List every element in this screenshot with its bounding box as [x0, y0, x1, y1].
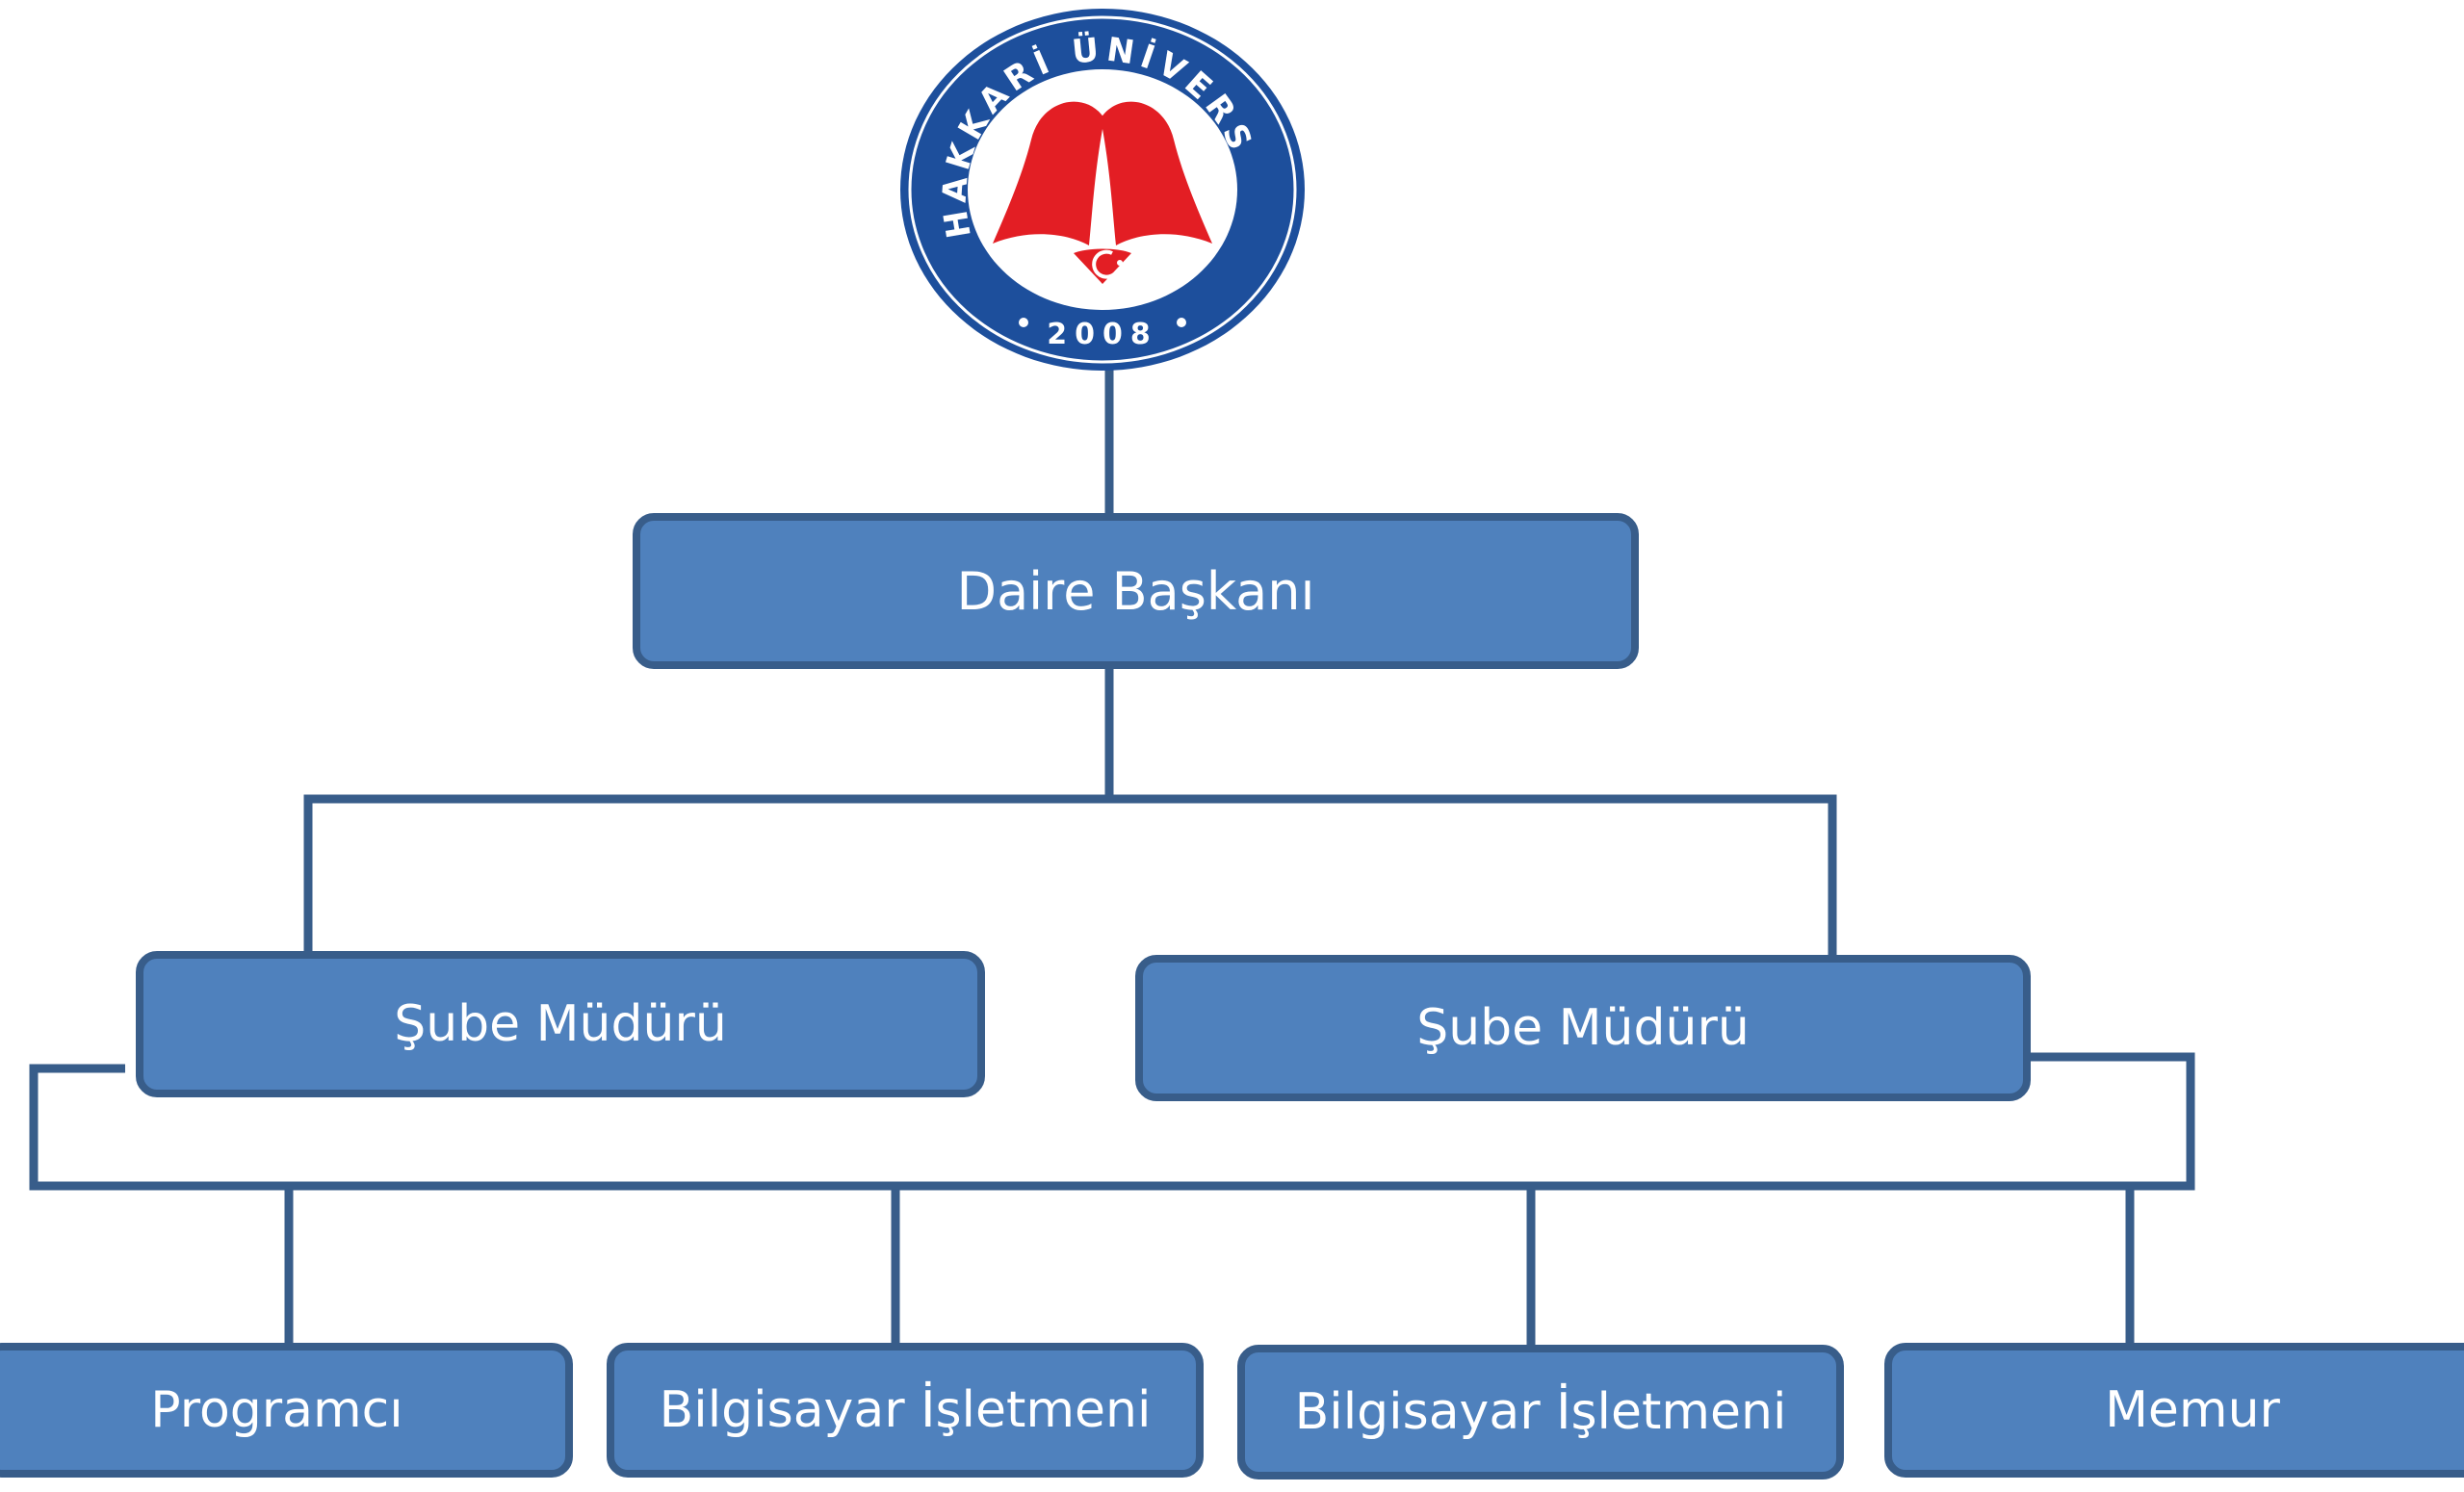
node-label: Bilgisayar İşletmeni — [1294, 1383, 1787, 1441]
node-label: Şube Müdürü — [394, 995, 727, 1053]
node-sube-muduru-left: Şube Müdürü — [136, 951, 985, 1097]
node-label: Programcı — [150, 1381, 403, 1439]
node-sube-muduru-right: Şube Müdürü — [1135, 955, 2031, 1101]
node-label: Bilgisayar İşletmeni — [659, 1381, 1152, 1439]
node-bilgisayar-isletmeni-2: Bilgisayar İşletmeni — [1237, 1345, 1844, 1479]
node-bilgisayar-isletmeni-1: Bilgisayar İşletmeni — [607, 1343, 1204, 1478]
node-programci: Programcı — [0, 1343, 573, 1478]
node-label: Şube Müdürü — [1416, 999, 1750, 1057]
logo-year: 2008 — [1047, 318, 1158, 351]
node-daire-baskani: Daire Başkanı — [633, 513, 1639, 669]
tulip-emblem — [993, 101, 1212, 284]
node-label: Daire Başkanı — [956, 560, 1315, 622]
node-label: Memur — [2105, 1381, 2280, 1439]
university-logo: HAKKARİ ÜNİVERSİTESİ 2008 — [896, 5, 1305, 371]
staff-bus-line — [29, 1052, 2195, 1191]
head-branch-line — [303, 794, 1837, 959]
node-memur: Memur — [1884, 1343, 2464, 1478]
